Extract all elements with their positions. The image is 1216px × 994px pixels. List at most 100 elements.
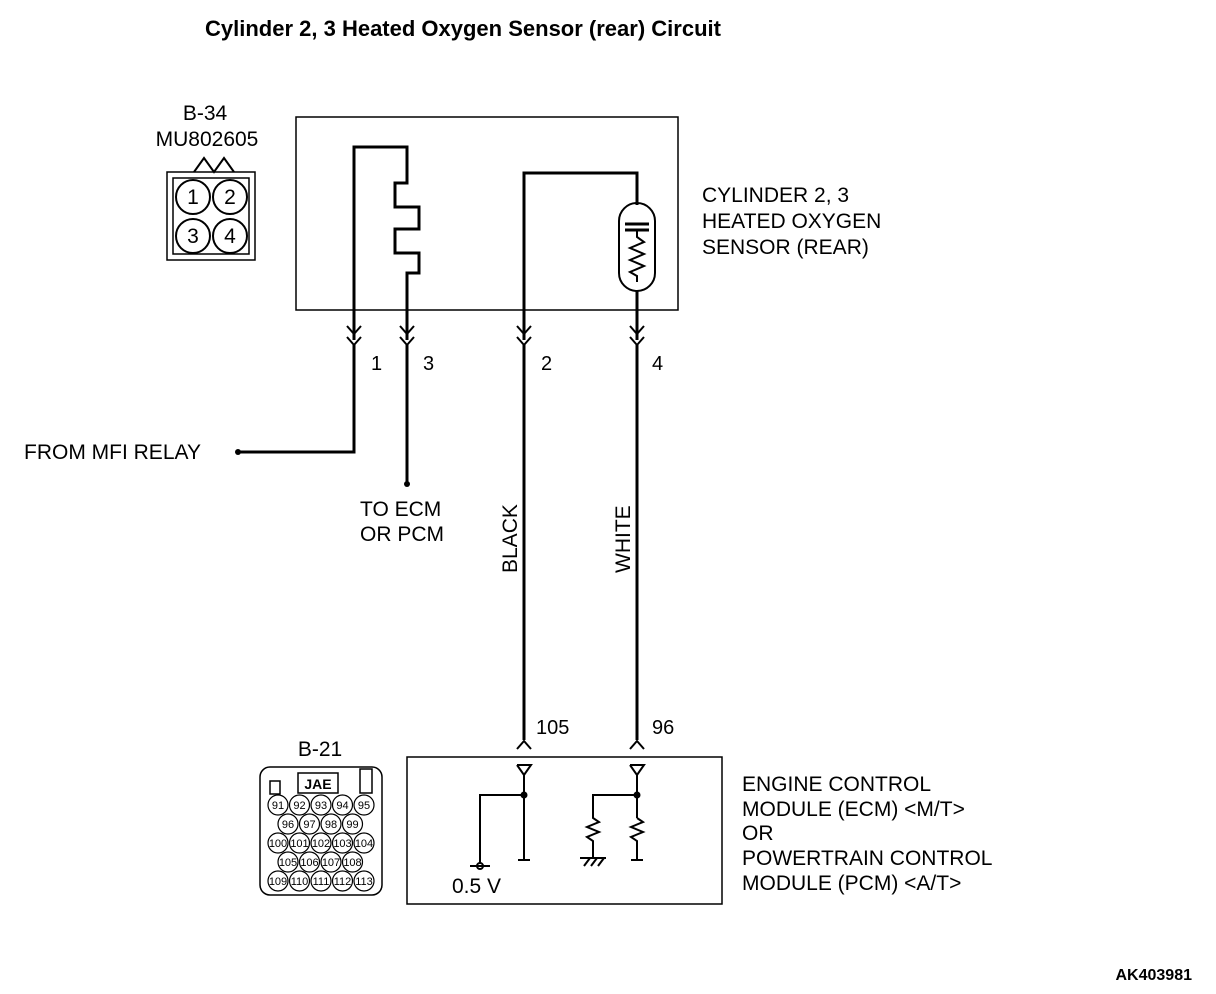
ground-icon-hatch xyxy=(597,857,605,867)
connector-b21-pin xyxy=(310,832,332,854)
connector-b21-id: B-21 xyxy=(298,738,342,761)
connector-b34: B-34 MU802605 1 2 3 4 xyxy=(156,102,259,261)
connector-b21-pin xyxy=(320,851,342,873)
connector-b21-pin xyxy=(298,851,321,873)
connector-b34-pin-label: 4 xyxy=(224,225,236,248)
connector-b21-pin-label: 112 xyxy=(334,876,352,888)
voltage-label: 0.5 V xyxy=(452,875,501,898)
connector-b21-pin-label: 92 xyxy=(293,800,305,812)
connector-b21-pin-label: 94 xyxy=(336,800,348,812)
connector-b34-latch xyxy=(193,156,235,174)
ecm-pullup-resistor xyxy=(628,817,646,860)
terminal-chevron xyxy=(399,325,415,336)
connector-b21-pin xyxy=(298,813,321,835)
connector-b34-pin-label: 1 xyxy=(187,186,199,209)
ground-icon-hatch xyxy=(590,857,598,867)
connector-b21-pin-label: 99 xyxy=(346,819,358,831)
connector-b21-housing xyxy=(259,766,383,896)
ecm-pin-label: 96 xyxy=(652,717,674,739)
connector-b21-pin-label: 102 xyxy=(312,838,330,850)
sensor-signal-wire-upper xyxy=(522,171,639,340)
connector-b21-latch xyxy=(359,768,373,794)
sensor-pin-label: 2 xyxy=(541,353,552,375)
ecm-reference-wire xyxy=(479,794,524,864)
connector-b21-pin-label: 96 xyxy=(282,819,294,831)
connector-b21-key xyxy=(269,780,281,795)
sensor-pin-label: 4 xyxy=(652,353,663,375)
connector-b34-pin-label: 2 xyxy=(224,186,236,209)
connector-b34-pin-2 xyxy=(212,179,248,215)
connector-b21-pin xyxy=(310,794,332,816)
figure-code: AK403981 xyxy=(1116,967,1193,984)
connector-b21-pin-label: 108 xyxy=(343,857,361,869)
connector-b21-pin xyxy=(310,870,332,892)
connector-b21-pin-label: 107 xyxy=(322,857,340,869)
connector-b21-pin-label: 91 xyxy=(272,800,284,812)
connector-b21-pin-label: 106 xyxy=(300,857,318,869)
connector-b34-housing xyxy=(166,171,256,261)
connector-b21-pin xyxy=(277,851,299,873)
sensor-label-line: SENSOR (REAR) xyxy=(702,236,869,259)
terminal-chevron xyxy=(629,325,645,336)
connector-b21-pin-label: 95 xyxy=(358,800,370,812)
mfi-relay-label: FROM MFI RELAY xyxy=(24,441,201,464)
mfi-relay-wire xyxy=(238,345,356,454)
connector-b21-pin xyxy=(331,832,354,854)
ecm-internal-terminal xyxy=(516,764,533,777)
wire-color-black: BLACK xyxy=(499,504,522,573)
diagram-title: Cylinder 2, 3 Heated Oxygen Sensor (rear… xyxy=(205,16,722,41)
ecm-terminal-chevron xyxy=(516,739,532,750)
connector-b34-face xyxy=(172,177,250,255)
connector-b21-pin-label: 113 xyxy=(355,876,373,888)
connector-b21-pin-label: 98 xyxy=(325,819,337,831)
connector-b21-pin xyxy=(341,851,364,873)
connector-b21-pin-label: 110 xyxy=(291,876,309,888)
wire-color-white: WHITE xyxy=(612,505,635,573)
connector-b21-pin xyxy=(267,832,289,854)
sensor-box xyxy=(295,116,679,311)
sensor-element-resistor xyxy=(627,230,647,282)
connector-b34-part-number: MU802605 xyxy=(156,128,259,151)
ecm-pcm-label-line: TO ECM xyxy=(360,498,441,521)
connector-b21-pin-label: 103 xyxy=(333,838,351,850)
sensor-label-line: CYLINDER 2, 3 xyxy=(702,184,849,207)
ecm-ground-resistor xyxy=(584,794,637,858)
module-label-line: POWERTRAIN CONTROL xyxy=(742,847,992,870)
ecm-internal-terminal xyxy=(629,764,646,777)
connector-b21-pin-label: 104 xyxy=(355,838,373,850)
connector-b34-pin-4 xyxy=(212,218,248,254)
connector-b21-pin xyxy=(288,870,311,892)
ecm-box xyxy=(406,756,723,905)
ecm-terminal-chevron xyxy=(629,739,645,750)
module-label-line: OR xyxy=(742,822,774,845)
sensor-pin-label: 1 xyxy=(371,353,382,375)
connector-b21-pin-label: 97 xyxy=(303,819,315,831)
connector-b21-pin xyxy=(320,813,342,835)
module-label-line: ENGINE CONTROL xyxy=(742,773,931,796)
terminal-chevron xyxy=(516,325,532,336)
connector-b34-pin-3 xyxy=(175,218,211,254)
module-label-line: MODULE (ECM) <M/T> xyxy=(742,798,965,821)
connector-b21-pin xyxy=(267,794,289,816)
connector-b21-pin-label: 111 xyxy=(313,876,330,888)
sensor-connector-terminals xyxy=(346,325,645,347)
connector-b34-id: B-34 xyxy=(183,102,228,125)
connector-b21-pin-label: 93 xyxy=(315,800,327,812)
terminal-chevron xyxy=(346,325,362,336)
ecm-pcm-label-line: OR PCM xyxy=(360,523,444,546)
connector-b34-pin-label: 3 xyxy=(187,225,199,248)
connector-b21-pin-label: 101 xyxy=(290,838,308,850)
mfi-relay-wire-end xyxy=(235,449,241,455)
connector-b21-pin xyxy=(288,832,311,854)
connector-b21-maker: JAE xyxy=(304,776,331,792)
connector-b34-pin-1 xyxy=(175,179,211,215)
connector-b21-pin xyxy=(353,870,375,892)
connector-b21-pin xyxy=(331,794,354,816)
connector-b21-pin xyxy=(331,870,354,892)
connector-b21-maker-box xyxy=(297,772,339,794)
sensor-pin-label: 3 xyxy=(423,353,434,375)
heater-element xyxy=(352,145,421,340)
